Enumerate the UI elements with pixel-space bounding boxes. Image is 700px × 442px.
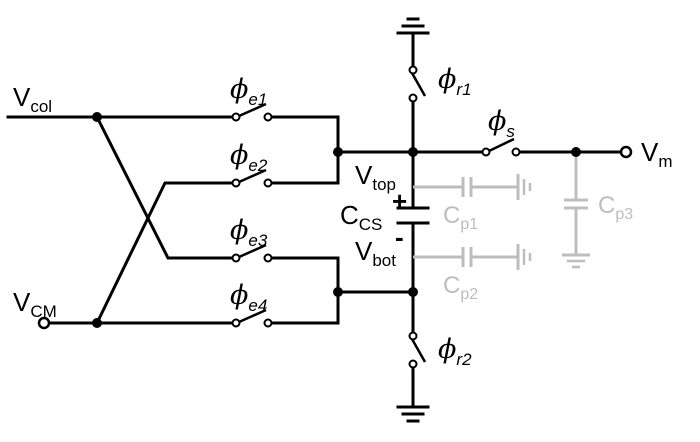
cross-wire-cm-to-e2	[94, 181, 238, 326]
vm-label: Vm	[641, 137, 673, 171]
vcol-label: Vcol	[13, 82, 52, 116]
phi-r2-label: ϕr2	[438, 334, 472, 369]
cp3-junction-node	[571, 147, 581, 157]
switch-s	[481, 137, 521, 157]
switch-r2	[408, 331, 427, 369]
ccs-capacitor	[396, 206, 430, 225]
phi-s-label: ϕs	[488, 106, 515, 141]
e3-e4-merge-wire	[266, 256, 340, 325]
switch-e1	[231, 102, 273, 122]
switch-r1	[408, 65, 427, 103]
cross-wire-col-to-e3	[94, 114, 238, 260]
vcm-terminal	[37, 316, 51, 330]
vtop-label: Vtop	[355, 160, 396, 194]
switch-e3	[231, 243, 273, 263]
ground-bottom-icon	[396, 405, 430, 423]
vcm-label: VCM	[13, 287, 57, 321]
phi-r1-label: ϕr1	[438, 64, 472, 99]
cp2-label: Cp2	[443, 272, 478, 303]
parasitic-cp2	[413, 244, 532, 270]
ground-top-icon	[396, 17, 430, 35]
parasitic-cp3	[562, 152, 590, 269]
phi-e4-label: ϕe4	[230, 280, 267, 315]
wires	[6, 31, 622, 409]
parasitic-cp1	[413, 174, 532, 200]
junction-nodes	[92, 112, 418, 328]
phi-e1-label: ϕe1	[230, 74, 267, 109]
vbot-label: Vbot	[355, 236, 396, 270]
phi-e2-label: ϕe2	[230, 140, 268, 175]
ccs-label: CCS	[340, 200, 382, 234]
phi-e3-label: ϕe3	[230, 215, 268, 250]
switch-e4	[231, 308, 273, 328]
cp1-label: Cp1	[443, 202, 478, 233]
ccs-plus-sign: +	[392, 186, 407, 216]
ccs-minus-sign: -	[395, 222, 404, 252]
cp3-label: Cp3	[598, 192, 633, 223]
e1-e2-merge-wire	[266, 115, 340, 185]
vm-terminal	[619, 145, 633, 159]
switch-e2	[231, 168, 273, 188]
